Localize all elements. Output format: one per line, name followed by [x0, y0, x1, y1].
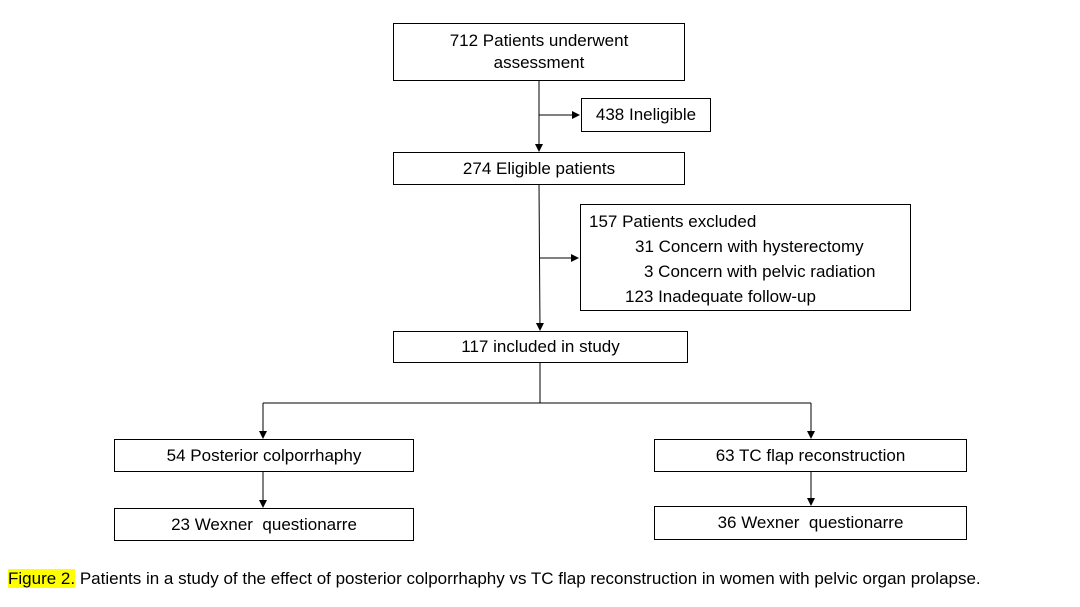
arrow-eligible-to-included — [535, 183, 544, 331]
wexner-right-box: 36 Wexner questionarre — [654, 506, 967, 540]
figure-caption: Figure 2. Patients in a study of the eff… — [8, 568, 981, 590]
wexner-left-box: 23 Wexner questionarre — [114, 508, 414, 541]
wexner-right-label: 36 Wexner questionarre — [717, 513, 904, 532]
included-box: 117 included in study — [393, 331, 688, 363]
excluded-title: 157 Patients excluded — [589, 212, 757, 231]
assessment-line-2: assessment — [493, 53, 585, 72]
eligible-label: 274 Eligible patients — [462, 158, 616, 178]
excluded-reason-hysterectomy: 31 Concern with hysterectomy — [635, 237, 864, 256]
ineligible-label: 438 Ineligible — [595, 105, 697, 124]
assessment-box: 712 Patients underwent assessment — [393, 23, 685, 81]
ineligible-box: 438 Ineligible — [581, 98, 711, 132]
excluded-reason-radiation: 3 Concern with pelvic radiation — [644, 262, 876, 281]
figure-label: Figure 2. — [8, 569, 76, 588]
caption-text: Patients in a study of the effect of pos… — [75, 569, 981, 588]
excluded-reason-followup: 123 Inadequate follow-up — [625, 287, 816, 306]
tc-flap-box: 63 TC flap reconstruction — [654, 439, 967, 472]
colporrhaphy-box: 54 Posterior colporrhaphy — [114, 439, 414, 472]
excluded-box: 157 Patients excluded 31 Concern with hy… — [580, 204, 911, 311]
assessment-line-1: 712 Patients underwent — [449, 31, 629, 50]
colporrhaphy-label: 54 Posterior colporrhaphy — [166, 445, 362, 465]
wexner-left-label: 23 Wexner questionarre — [171, 514, 357, 534]
tc-flap-label: 63 TC flap reconstruction — [715, 445, 906, 465]
included-label: 117 included in study — [461, 337, 620, 356]
eligible-box: 274 Eligible patients — [393, 152, 685, 185]
